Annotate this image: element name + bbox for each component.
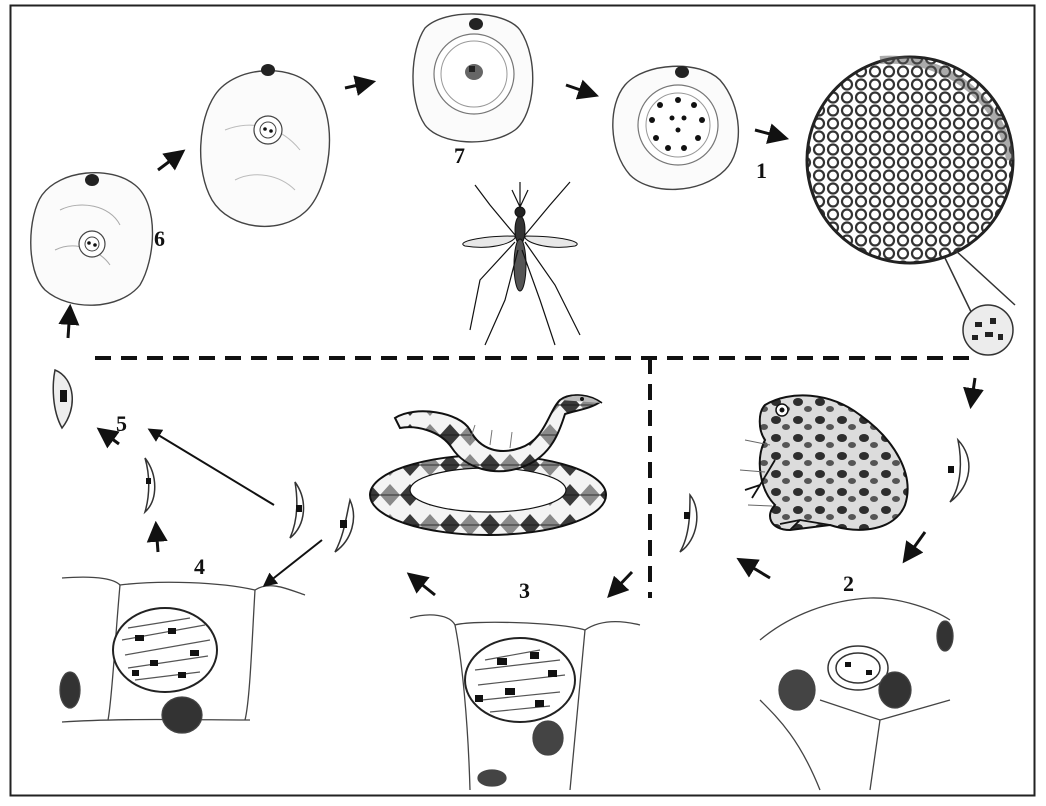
stage-label-2: 2 — [843, 573, 854, 595]
stage-label-3: 3 — [519, 580, 530, 602]
stage-6-cell — [31, 173, 153, 306]
oocyst-early-cell — [201, 64, 330, 226]
stage-label-4: 4 — [194, 556, 205, 578]
stage-label-1: 1 — [756, 160, 767, 182]
stage-label-7: 7 — [454, 145, 465, 167]
stage-label-6: 6 — [154, 228, 165, 250]
stage-7-cell — [413, 14, 533, 142]
stage-label-5: 5 — [116, 413, 127, 435]
mature-oocyst-cell — [613, 66, 739, 189]
